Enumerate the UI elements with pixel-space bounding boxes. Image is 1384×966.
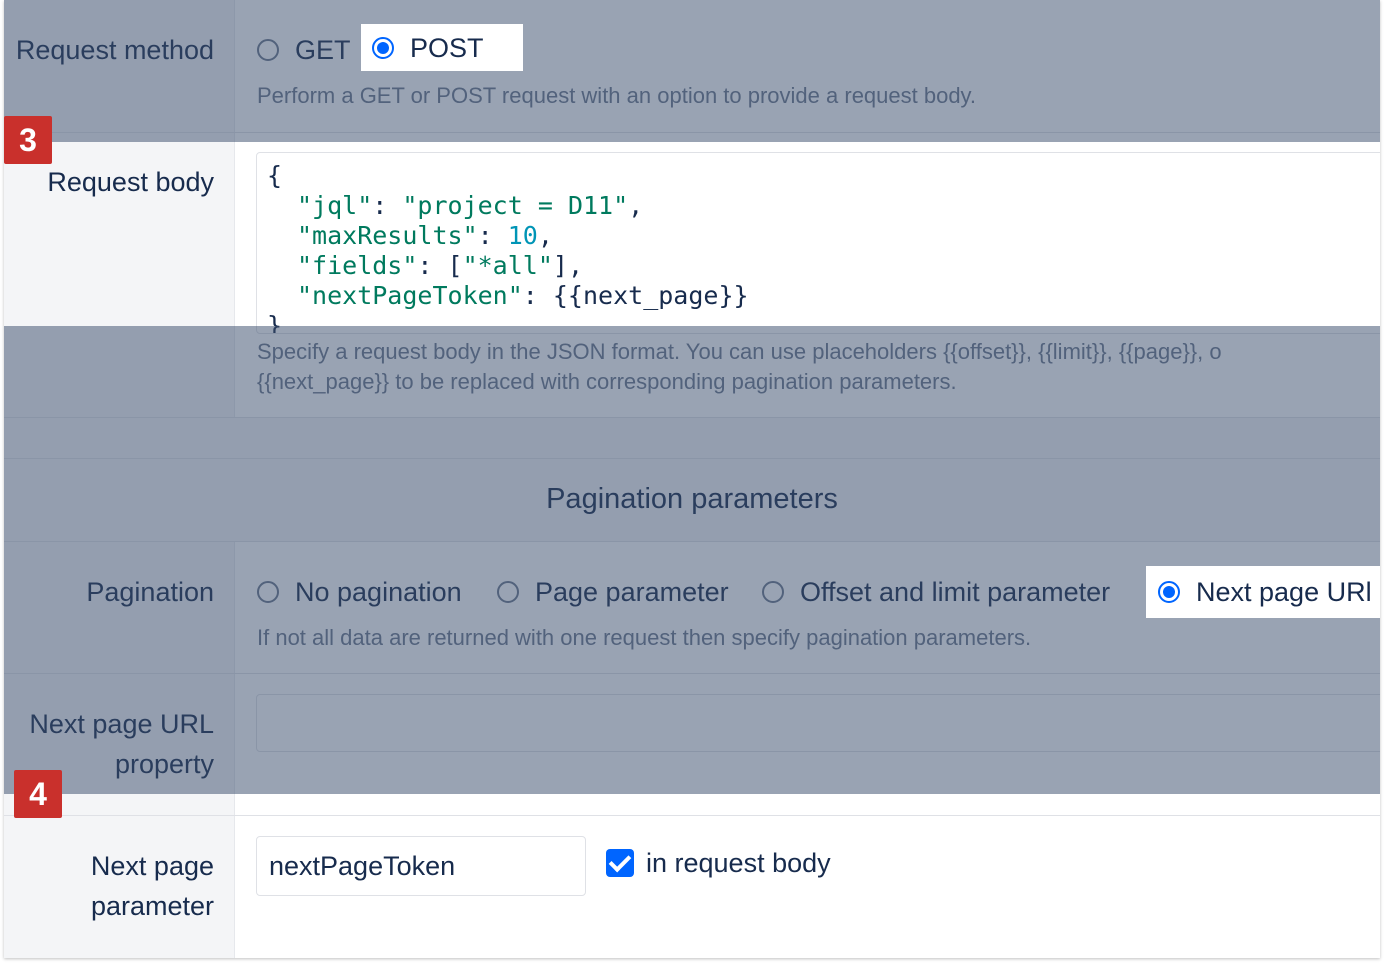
radio-get-circle[interactable] bbox=[257, 39, 279, 61]
in-request-body-checkbox[interactable] bbox=[606, 849, 634, 877]
radio-offset-limit[interactable]: Offset and limit parameter bbox=[762, 572, 1110, 612]
radio-get-label: GET bbox=[295, 34, 351, 65]
request-method-label-cell: Request method bbox=[4, 0, 235, 132]
code-line-2: "jql": "project = D11", bbox=[297, 191, 644, 220]
code-line-6: } bbox=[267, 311, 283, 334]
next-page-parameter-input[interactable]: nextPageToken bbox=[256, 836, 586, 896]
pagination-hint: If not all data are returned with one re… bbox=[257, 625, 1032, 650]
pagination-label-cell: Pagination bbox=[4, 542, 235, 673]
in-request-body-label: in request body bbox=[646, 847, 831, 878]
next-page-url-property-label-2: property bbox=[114, 749, 214, 779]
radio-post-highlighted[interactable]: POST bbox=[372, 28, 484, 68]
next-page-parameter-row: Next page parameter nextPageToken in req… bbox=[4, 816, 1380, 958]
next-page-parameter-label-cell: Next page parameter bbox=[4, 816, 235, 958]
request-body-editor[interactable]: { "jql": "project = D11", "maxResults": … bbox=[256, 152, 1380, 334]
code-line-4: "fields": ["*all"], bbox=[297, 251, 583, 280]
pagination-section-title: Pagination parameters bbox=[546, 483, 838, 515]
next-page-parameter-label-2: parameter bbox=[90, 891, 214, 921]
code-line-3: "maxResults": 10, bbox=[297, 221, 553, 250]
section-spacer bbox=[4, 418, 1380, 459]
code-line-1: { bbox=[267, 161, 283, 190]
next-page-url-radio-highlight: Next page URl bbox=[1146, 566, 1380, 618]
radio-next-page-url-label: Next page URl bbox=[1196, 576, 1372, 607]
radio-next-page-url-circle[interactable] bbox=[1158, 581, 1180, 603]
next-page-parameter-value: nextPageToken bbox=[269, 851, 456, 881]
pagination-section-header: Pagination parameters bbox=[4, 459, 1380, 542]
request-method-label: Request method bbox=[15, 35, 214, 65]
radio-offset-limit-circle[interactable] bbox=[762, 581, 784, 603]
request-method-row: Request method GET POST Perform a GET or… bbox=[4, 0, 1380, 133]
radio-no-pagination-circle[interactable] bbox=[257, 581, 279, 603]
next-page-url-property-label-1: Next page URL bbox=[29, 709, 214, 739]
settings-form: Request method GET POST Perform a GET or… bbox=[4, 0, 1380, 958]
radio-no-pagination[interactable]: No pagination bbox=[257, 572, 462, 612]
code-line-5: "nextPageToken": {{next_page}} bbox=[297, 281, 749, 310]
pagination-label: Pagination bbox=[86, 577, 214, 607]
request-body-hint-2: {{next_page}} to be replaced with corres… bbox=[257, 369, 957, 394]
radio-page-parameter[interactable]: Page parameter bbox=[497, 572, 729, 612]
step-badge-3: 3 bbox=[4, 116, 52, 164]
request-body-label-cell: Request body bbox=[4, 133, 235, 417]
next-page-parameter-label-1: Next page bbox=[90, 851, 214, 881]
radio-post-highlighted-label: POST bbox=[410, 32, 484, 63]
next-page-url-property-input[interactable] bbox=[256, 694, 1380, 752]
radio-get[interactable]: GET bbox=[257, 30, 351, 70]
next-page-url-property-row: Next page URL property bbox=[4, 674, 1380, 816]
request-body-label: Request body bbox=[47, 167, 214, 197]
radio-post-highlighted-circle[interactable] bbox=[372, 37, 394, 59]
request-body-hint-1: Specify a request body in the JSON forma… bbox=[257, 339, 1222, 364]
step-badge-4: 4 bbox=[14, 770, 62, 818]
radio-next-page-url[interactable]: Next page URl bbox=[1158, 572, 1372, 612]
radio-offset-limit-label: Offset and limit parameter bbox=[800, 576, 1111, 607]
post-radio-highlight: POST bbox=[361, 24, 523, 71]
radio-page-parameter-circle[interactable] bbox=[497, 581, 519, 603]
request-method-hint: Perform a GET or POST request with an op… bbox=[257, 83, 977, 108]
radio-no-pagination-label: No pagination bbox=[295, 576, 462, 607]
radio-page-parameter-label: Page parameter bbox=[535, 576, 729, 607]
